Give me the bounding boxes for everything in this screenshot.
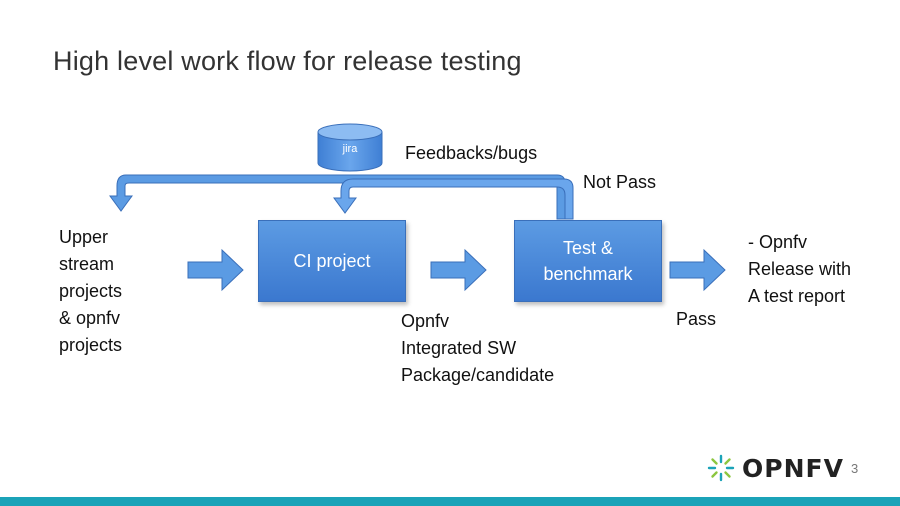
arrow-ci-to-test <box>430 248 487 292</box>
test-benchmark-box: Test & benchmark <box>514 220 662 302</box>
opnfv-logo-icon <box>707 454 735 482</box>
not-pass-label: Not Pass <box>583 172 657 192</box>
jira-database-icon <box>317 123 383 172</box>
arrow-upstream-to-ci <box>187 248 244 292</box>
jira-label: jira <box>342 143 358 155</box>
integrated-label: Opnfv Integrated SW Package/candidate <box>401 311 555 385</box>
footer-bar <box>0 497 900 506</box>
opnfv-logo: OPNFV <box>706 453 844 483</box>
ci-project-box: CI project <box>258 220 406 302</box>
page-number: 3 <box>851 461 859 476</box>
upstream-label: Upper stream projects & opnfv projects <box>59 227 123 355</box>
feedback-label: Feedbacks/bugs <box>405 143 538 163</box>
not-pass-loop-arrow <box>333 178 574 220</box>
ci-project-label: CI project <box>293 251 371 271</box>
test-benchmark-label: Test & benchmark <box>543 238 633 284</box>
release-label: - Opnfv Release with A test report <box>748 232 852 306</box>
arrow-test-to-release <box>669 248 726 292</box>
pass-label: Pass <box>676 309 717 329</box>
opnfv-logo-text: OPNFV <box>742 453 844 483</box>
slide-title: High level work flow for release testing <box>53 46 522 76</box>
